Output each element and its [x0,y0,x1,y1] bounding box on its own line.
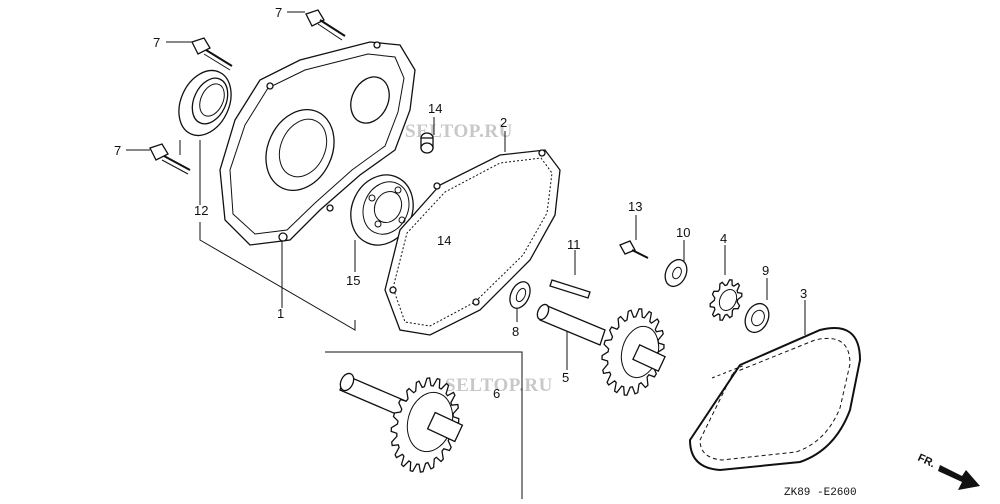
bolt-7-top [305,9,346,41]
shaft-sprocket-5 [536,303,666,396]
dowel-pin-14-a [420,132,434,154]
washer-8 [509,281,531,309]
callout-11: 11 [567,237,581,252]
callout-5: 5 [562,370,569,385]
front-direction-arrow: FR. [916,452,980,490]
key-11 [549,279,591,299]
callout-4: 4 [720,231,727,246]
callout-9: 9 [762,263,769,278]
oil-seal-12 [178,69,232,137]
callout-13: 13 [628,199,642,214]
callout-8: 8 [512,324,519,339]
watermark-3: SELTOP.RU [445,375,553,396]
arrow-icon [938,465,980,490]
bracket-12-1 [199,222,356,331]
callout-14-a: 14 [428,101,442,116]
gasket-2 [384,149,561,336]
callout-6: 6 [493,386,500,401]
bolt-13 [619,240,649,259]
diagram-code: ZK89 -E2600 [784,487,857,499]
washer-10 [664,258,688,288]
inset-frame [325,351,523,499]
callout-1: 1 [277,306,284,321]
front-label: FR. [916,452,937,470]
transmission-cover-1 [219,41,416,246]
callout-7-left: 7 [153,35,160,50]
callout-7-top: 7 [275,5,282,20]
callout-2: 2 [500,115,507,130]
callouts: 7 7 7 12 1 15 14 14 2 11 8 5 13 10 4 9 3… [114,5,807,401]
bearing-15 [350,174,414,246]
callout-7-bottom: 7 [114,143,121,158]
callout-10: 10 [676,225,690,240]
shaft-sprocket-6 [339,372,464,473]
leader-lines [126,11,806,499]
bolt-7-bottom [149,143,191,175]
washer-9 [744,302,770,334]
callout-12: 12 [194,203,208,218]
callout-14-b: 14 [437,233,451,248]
chain-3 [688,327,862,472]
sprocket-4 [709,279,743,321]
callout-15: 15 [346,273,360,288]
callout-3: 3 [800,286,807,301]
bolt-7-left [191,37,233,71]
